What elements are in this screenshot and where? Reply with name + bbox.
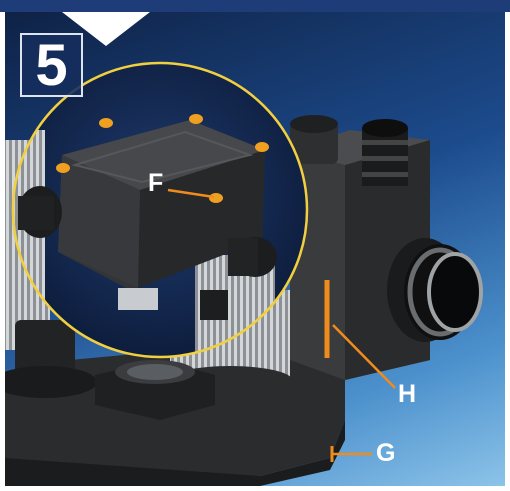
vent-pipe-right bbox=[362, 119, 408, 186]
callout-f: F bbox=[148, 169, 164, 197]
left-motor-base bbox=[15, 320, 75, 380]
inlet-connector bbox=[387, 238, 483, 342]
callout-h: H bbox=[398, 380, 417, 408]
step-number: 5 bbox=[35, 33, 68, 98]
f-leader-line bbox=[167, 188, 215, 199]
detail-circle-border bbox=[11, 61, 309, 359]
junction-box bbox=[18, 120, 277, 320]
h-leader-line bbox=[332, 324, 396, 389]
detail-circle bbox=[11, 61, 309, 359]
vent-pipe-left bbox=[290, 122, 338, 164]
screw-markers bbox=[56, 114, 269, 203]
step-number-badge: 5 bbox=[20, 33, 83, 97]
callout-g: G bbox=[376, 439, 396, 467]
top-banner bbox=[0, 0, 510, 12]
